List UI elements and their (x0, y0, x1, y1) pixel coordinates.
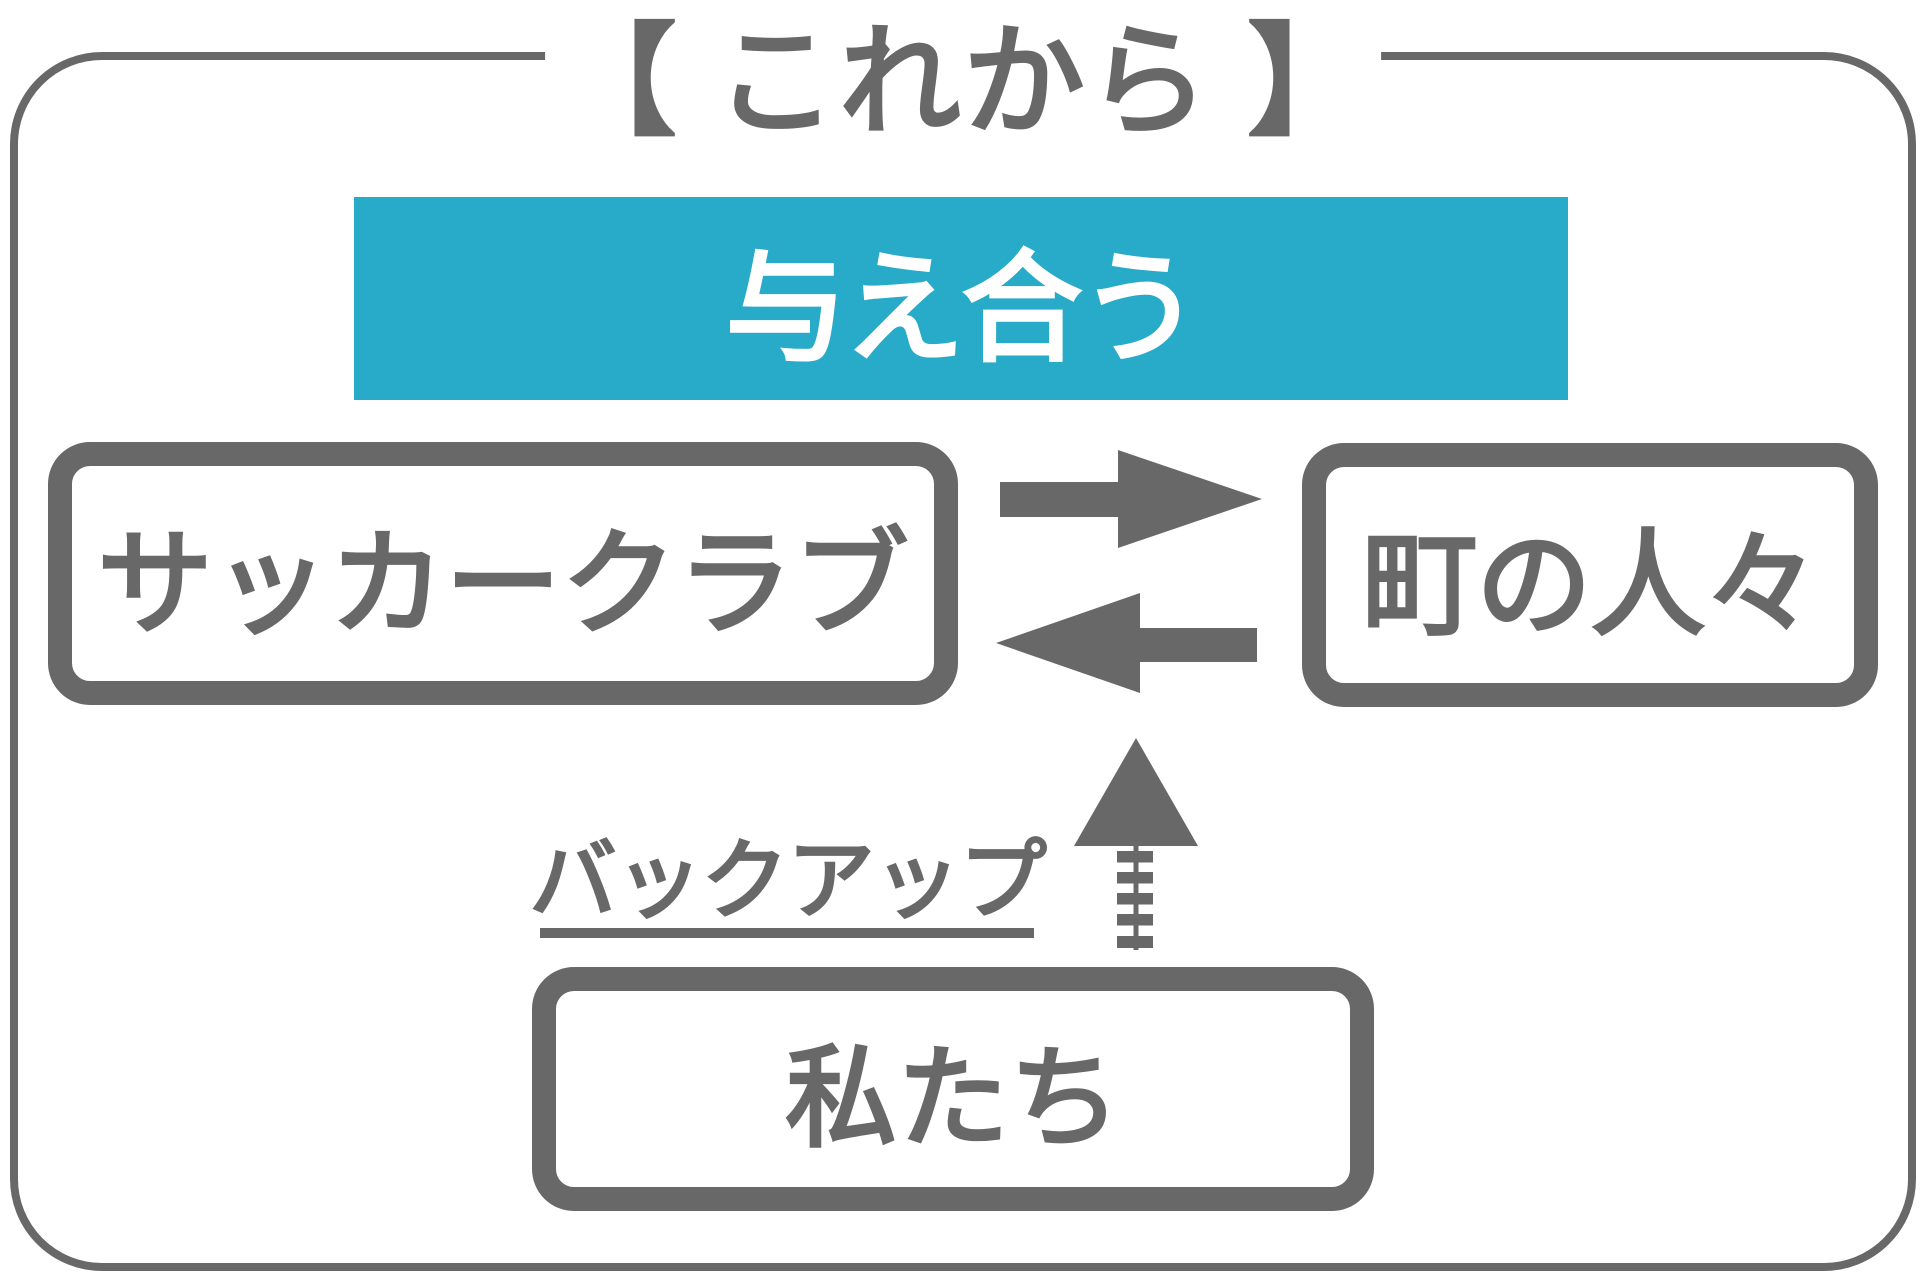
us-box: 私たち (532, 967, 1374, 1211)
soccer-club-label: サッカークラブ (97, 518, 909, 649)
banner-label: 与え合う (725, 241, 1201, 377)
diagram-title: 【 これから 】 (545, 0, 1381, 150)
backup-label: バックアップ (529, 818, 1047, 938)
town-people-label: 町の人々 (1362, 520, 1820, 650)
soccer-club-box: サッカークラブ (48, 442, 958, 705)
town-people-box: 町の人々 (1302, 443, 1878, 707)
us-label: 私たち (785, 1036, 1121, 1161)
mutual-giving-banner: 与え合う (354, 197, 1568, 400)
